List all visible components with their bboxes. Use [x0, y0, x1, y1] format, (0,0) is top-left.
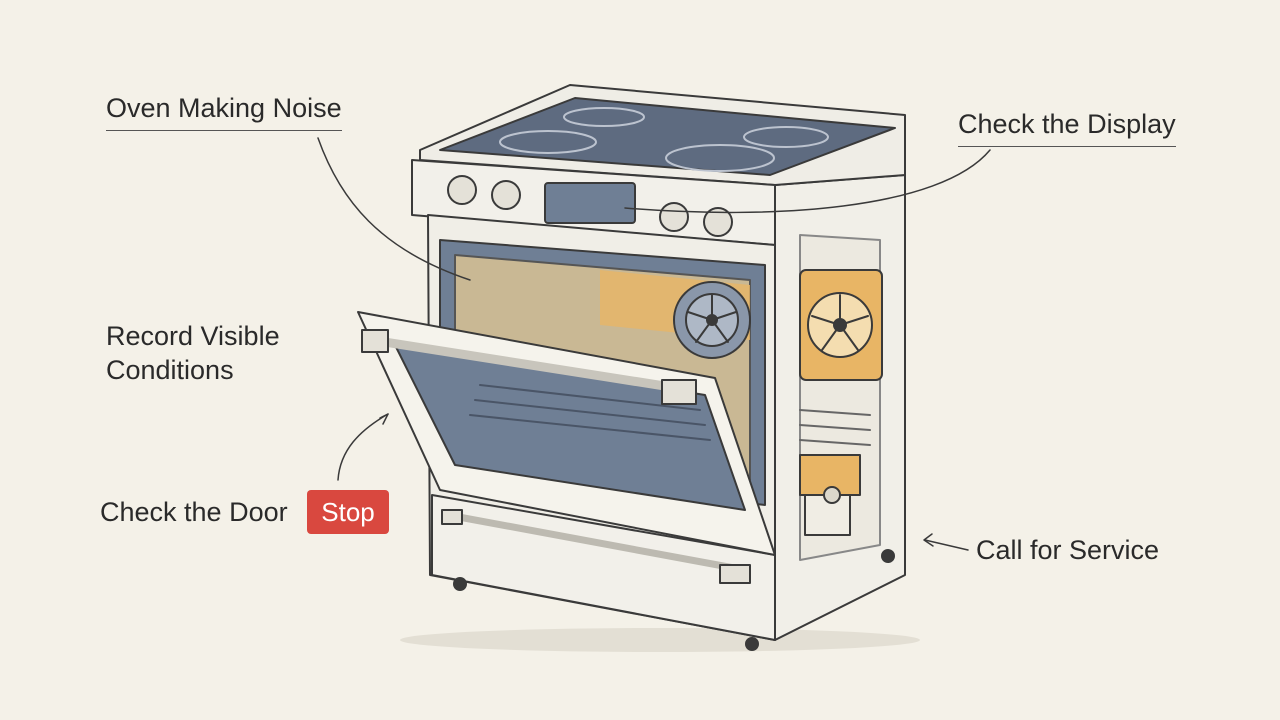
knob-2 [491, 180, 521, 210]
drawer-handle [444, 511, 749, 574]
label-check-display: Check the Display [958, 108, 1176, 147]
door-handle [367, 335, 695, 395]
burner-front-right [665, 144, 775, 172]
door-handle-right-mount [661, 379, 697, 405]
arrow-head-door [379, 413, 389, 425]
leader-check-door [337, 413, 389, 481]
arrow-head-service [923, 533, 934, 547]
burner-rear-left [563, 107, 645, 127]
leader-call-service [924, 539, 969, 551]
display-panel [544, 182, 636, 224]
knob-1 [447, 175, 477, 205]
leader-check-display [624, 149, 991, 214]
label-record-visible-conditions: Record Visible Conditions [106, 321, 280, 385]
leader-oven-noise [317, 137, 471, 281]
side-fan [799, 269, 883, 381]
burner-rear-right [743, 126, 829, 148]
floor-shadow [400, 628, 920, 652]
door-handle-left-mount [361, 329, 389, 353]
burner-front-left [499, 130, 597, 154]
knob-4 [703, 207, 733, 237]
stop-badge: Stop [307, 490, 389, 534]
oven-rack [469, 384, 711, 441]
side-rack [799, 409, 871, 446]
label-check-door: Check the Door [100, 497, 288, 527]
cooktop-surface [439, 97, 896, 176]
knob-3 [659, 202, 689, 232]
label-call-for-service: Call for Service [976, 535, 1160, 565]
label-oven-making-noise: Oven Making Noise [106, 92, 342, 131]
rear-fan [673, 281, 751, 359]
